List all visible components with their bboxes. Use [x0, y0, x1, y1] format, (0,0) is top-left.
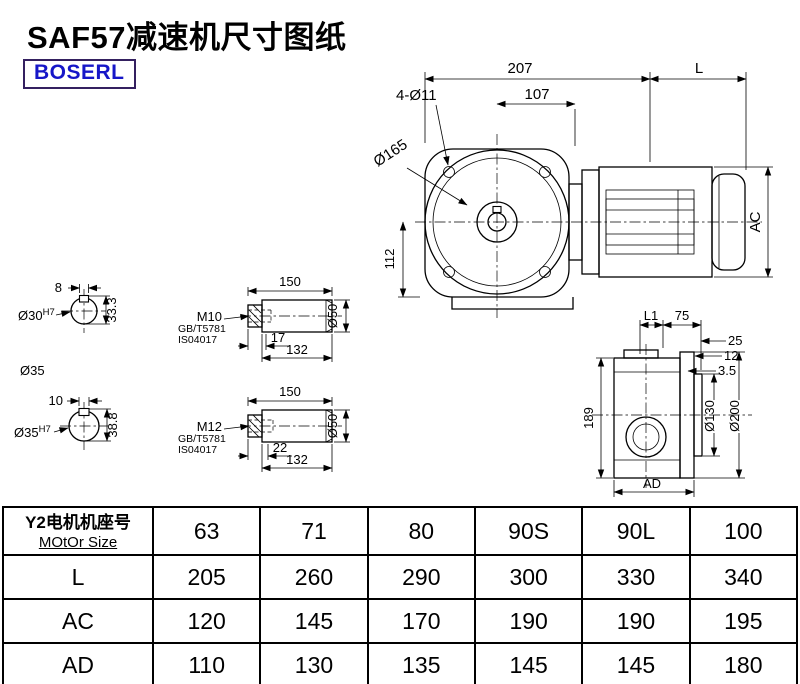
- value-cell: 170: [366, 598, 476, 644]
- dim-key-width: 10: [49, 393, 63, 408]
- dim-3-5: 3.5: [718, 363, 736, 378]
- value-cell: 145: [259, 598, 369, 644]
- value-cell: 290: [366, 554, 476, 600]
- dim-motor-length: L: [695, 60, 703, 77]
- dim-key-depth: 38.8: [105, 412, 120, 437]
- table-row-AD: AD 110 130 135 145 145 180: [2, 642, 799, 684]
- value-cell: 330: [581, 554, 691, 600]
- dim-flange-dia: Ø200: [727, 400, 742, 432]
- keyway: [78, 407, 90, 417]
- dim-thread-depth: 17: [271, 330, 285, 345]
- shaft-detail-m12: 150 M12 GB/T5781 IS04017 22 13: [178, 384, 350, 472]
- dim-total-width: 207: [507, 60, 532, 77]
- value-cell: 190: [581, 598, 691, 644]
- value-cell: 205: [151, 554, 262, 600]
- dim-shaft-dia: Ø35: [20, 363, 45, 378]
- dimension-table: Y2电机机座号 MOtOr Size 63 71 80 90S 90L 100 …: [2, 506, 799, 684]
- gearbox-front-view: [415, 134, 762, 318]
- dim-flange-dia: Ø165: [371, 136, 411, 170]
- frame-size-cell: 90L: [581, 506, 691, 556]
- dim-bore: Ø30H7: [18, 307, 55, 323]
- shaft-detail-m10: 150 M10 GB/T5781 IS04017 17 13: [178, 274, 350, 362]
- value-cell: 110: [151, 642, 262, 684]
- motor-size-label-en: MOtOr Size: [38, 533, 118, 551]
- frame-size-cell: 100: [688, 506, 799, 556]
- motor-fan-cover: [711, 173, 746, 271]
- standard-gb: GB/T5781: [178, 433, 226, 445]
- dim-75: 75: [675, 308, 689, 323]
- output-bore-keyway: [492, 205, 502, 214]
- dim-motor-height: AC: [747, 211, 764, 232]
- value-cell: 300: [473, 554, 584, 600]
- bolt-hole: [443, 266, 455, 278]
- row-label: AC: [2, 598, 154, 644]
- dim-thread-depth: 22: [273, 440, 287, 455]
- bolt-hole: [443, 166, 455, 178]
- dim-key-depth: 33.3: [104, 297, 119, 322]
- value-cell: 180: [688, 642, 799, 684]
- dim-length: 150: [279, 384, 301, 399]
- dim-shaft-dia: Ø50: [325, 304, 340, 329]
- dim-bolt-holes: 4-Ø11: [396, 87, 437, 104]
- frame-size-cell: 80: [366, 506, 476, 556]
- dim-usable-length: 132: [286, 452, 308, 467]
- dim-center-height: 112: [382, 249, 397, 270]
- table-row-L: L 205 260 290 300 330 340: [2, 554, 799, 600]
- dim-12: 12: [724, 348, 738, 363]
- row-label: L: [2, 554, 154, 600]
- technical-drawing: 207 L 107 4-Ø11 Ø165 112 AC: [14, 60, 773, 497]
- dim-usable-length: 132: [286, 342, 308, 357]
- brand-logo: BOSERL: [23, 59, 136, 89]
- dim-shaft-dia: Ø50: [325, 414, 340, 439]
- value-cell: 195: [688, 598, 799, 644]
- dim-flange-offset: 107: [524, 86, 549, 103]
- shaft-section-d35: 10 Ø35H7 38.8: [14, 393, 120, 450]
- value-cell: 120: [151, 598, 262, 644]
- thread-label: M12: [197, 419, 222, 434]
- thread-label: M10: [197, 309, 222, 324]
- flange-spigot: [693, 373, 703, 457]
- shaft-section-d30: 8 Ø30H7 33.3 Ø35: [18, 280, 119, 378]
- dim-bore: Ø35H7: [14, 424, 51, 440]
- main-view-dimensions: 207 L 107 4-Ø11 Ø165 112 AC: [371, 60, 773, 298]
- value-cell: 260: [259, 554, 369, 600]
- dim-height: 189: [581, 407, 596, 429]
- frame-size-cell: 71: [259, 506, 369, 556]
- table-header-row: Y2电机机座号 MOtOr Size 63 71 80 90S 90L 100: [2, 506, 799, 556]
- frame-size-cell: 63: [151, 506, 262, 556]
- motor-size-label-cn: Y2电机机座号: [25, 513, 131, 533]
- bolt-hole: [539, 266, 551, 278]
- dim-key-width: 8: [55, 280, 62, 295]
- value-cell: 145: [581, 642, 691, 684]
- standard-iso: IS04017: [178, 334, 217, 346]
- dim-l1: L1: [644, 308, 658, 323]
- bolt-hole: [539, 166, 551, 178]
- dim-spigot-dia: Ø130: [702, 400, 717, 432]
- dim-25: 25: [728, 333, 742, 348]
- value-cell: 340: [688, 554, 799, 600]
- bore-tolerance: H7: [43, 307, 55, 318]
- motor-side-view: [568, 166, 746, 278]
- value-cell: 145: [473, 642, 584, 684]
- frame-size-cell: 90S: [473, 506, 584, 556]
- page-title: SAF57减速机尺寸图纸: [27, 20, 347, 55]
- standard-iso: IS04017: [178, 444, 217, 456]
- dim-length: 150: [279, 274, 301, 289]
- value-cell: 190: [473, 598, 584, 644]
- bore-tolerance: H7: [39, 424, 51, 435]
- value-cell: 135: [366, 642, 476, 684]
- table-row-AC: AC 120 145 170 190 190 195: [2, 598, 799, 644]
- output-bore: [625, 416, 667, 458]
- row-label: AD: [2, 642, 154, 684]
- motor-size-header-cell: Y2电机机座号 MOtOr Size: [2, 506, 154, 556]
- bore-value: Ø30: [18, 308, 43, 323]
- dim-ad: AD: [643, 476, 661, 491]
- gearbox-side-view: L1 75 25 12 3.5 189 Ø130 Ø20: [581, 308, 752, 497]
- keyway: [78, 294, 90, 303]
- standard-gb: GB/T5781: [178, 323, 226, 335]
- value-cell: 130: [259, 642, 369, 684]
- bore-value: Ø35: [14, 425, 39, 440]
